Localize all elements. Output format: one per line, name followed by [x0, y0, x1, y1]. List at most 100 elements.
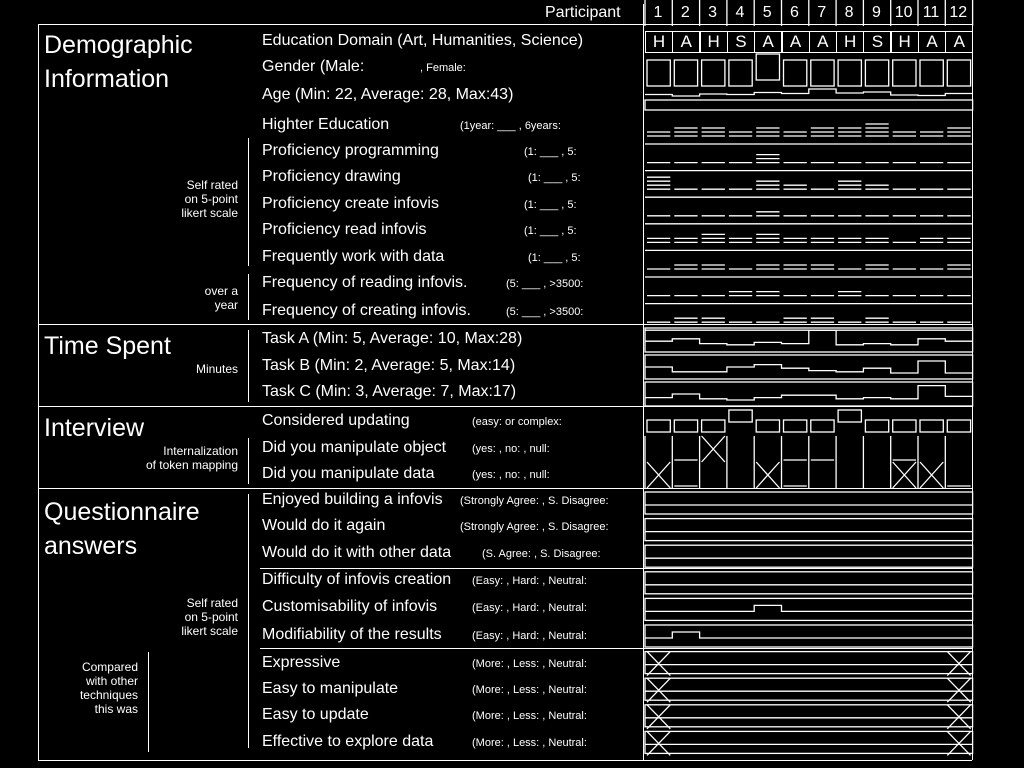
participant-number: 3	[708, 4, 718, 21]
gender-mark	[728, 59, 753, 87]
gender-mark	[892, 59, 917, 87]
group-label-selfrated-questionnaire: Self rated on 5-point likert scale	[181, 596, 238, 638]
questionnaire-row-frame	[644, 571, 974, 595]
updating-mark	[892, 419, 917, 433]
questionnaire-row-frame	[644, 730, 974, 755]
updating-mark	[810, 419, 835, 433]
group-label-selfrated-demographic: Self rated on 5-point likert scale	[181, 178, 238, 220]
updating-mark	[864, 419, 890, 433]
participant-number: 8	[844, 4, 854, 21]
manip-data-null	[919, 461, 944, 489]
questionnaire-row-frame	[644, 544, 974, 568]
group-bracket-compared	[148, 652, 149, 752]
manip-data-null	[646, 461, 671, 489]
row-scale-legend: (1: ___ , 5:	[524, 199, 577, 211]
row-scale-legend: (1: ___ , 5:	[524, 146, 577, 158]
gender-mark	[837, 59, 863, 87]
participant-number: 12	[949, 4, 968, 21]
row-label: Task A (Min: 5, Average: 10, Max:28)	[262, 330, 523, 347]
row-scale-legend: (Strongly Agree: , S. Disagree:	[460, 521, 609, 533]
compared-null	[646, 651, 671, 677]
gender-mark	[864, 59, 890, 87]
gender-mark	[673, 59, 699, 87]
row-scale-legend: (More: , Less: , Neutral:	[472, 658, 587, 670]
frame-top	[38, 24, 972, 25]
row-label: Considered updating	[262, 412, 410, 429]
row-label: Difficulty of infovis creation	[262, 571, 452, 588]
gender-mark	[646, 59, 671, 87]
gender-mark	[782, 59, 808, 87]
group-bracket-minutes	[248, 330, 249, 402]
section-title-questionnaire: Questionnaire answers	[44, 498, 200, 560]
row-label: Frequency of reading infovis.	[262, 274, 468, 291]
row-scale-legend: (More: , Less: , Neutral:	[472, 737, 587, 749]
compared-null	[946, 677, 972, 703]
row-label: Task B (Min: 2, Average: 5, Max:14)	[262, 357, 516, 374]
updating-mark	[837, 409, 863, 423]
separator-interview	[38, 406, 972, 407]
row-scale-legend: (1: ___ , 5:	[528, 172, 581, 184]
group-label-internalization: Internalization of token mapping	[145, 444, 238, 472]
group-label-year: over a year	[204, 284, 238, 312]
gender-mark	[700, 59, 726, 87]
questionnaire-row-frame	[644, 597, 974, 622]
participant-number: 5	[762, 4, 772, 21]
compared-null	[646, 677, 671, 703]
updating-mark	[919, 419, 944, 433]
compared-null	[946, 704, 972, 730]
row-label: Highter Education	[262, 116, 390, 133]
row-scale-legend: (1: ___ , 5:	[528, 252, 581, 264]
manip-data-null	[892, 461, 917, 489]
updating-mark	[755, 419, 781, 433]
row-scale-legend: (1: ___ , 5:	[524, 225, 577, 237]
separator-q-difficulty	[260, 568, 972, 569]
time-row-frame	[644, 381, 974, 407]
participant-number: 1	[653, 4, 663, 21]
gender-mark	[810, 59, 835, 87]
row-label: Proficiency drawing	[262, 168, 401, 185]
separator-time	[38, 324, 972, 325]
row-label: Proficiency programming	[262, 142, 439, 159]
row-label: Did you manipulate object	[262, 439, 447, 456]
time-line	[645, 329, 973, 346]
manip-data-null	[755, 461, 780, 489]
row-label: Would do it with other data	[262, 544, 452, 561]
manip-object-null	[701, 435, 726, 463]
section-title-demographic: Demographic Information	[44, 31, 193, 93]
row-label: Easy to update	[262, 706, 369, 723]
updating-mark	[646, 419, 671, 433]
compared-null	[646, 704, 671, 730]
row-scale-legend: (1year: ___ , 6years:	[460, 120, 561, 132]
updating-mark	[946, 419, 972, 433]
compared-null	[646, 730, 671, 756]
questionnaire-row-frame	[644, 517, 974, 542]
separator-questionnaire	[38, 488, 972, 489]
row-scale-legend: (More: , Less: , Neutral:	[472, 710, 587, 722]
questionnaire-row-frame	[644, 624, 974, 648]
group-label-compared: Compared with other techniques this was	[79, 660, 138, 716]
row-label: Did you manipulate data	[262, 465, 435, 482]
group-bracket-selfrated-questionnaire	[248, 494, 249, 748]
time-row-frame	[644, 354, 974, 380]
row-label: Effective to explore data	[262, 733, 434, 750]
row-label: Task C (Min: 3, Average: 7, Max:17)	[262, 383, 517, 400]
separator-q-compared	[260, 648, 972, 649]
participant-label: Participant	[545, 4, 621, 21]
row-scale-legend: (Easy: , Hard: , Neutral:	[472, 575, 587, 587]
questionnaire-row-frame	[644, 650, 974, 675]
group-bracket-internalization	[248, 438, 249, 484]
updating-mark	[700, 419, 726, 433]
row-label: Proficiency create infovis	[262, 195, 439, 212]
time-line	[645, 384, 973, 401]
row-scale-legend: (S. Agree: , S. Disagree:	[482, 548, 601, 560]
questionnaire-line	[645, 604, 973, 613]
row-label: Modifiability of the results	[262, 626, 442, 643]
row-label: Education Domain (Art, Humanities, Scien…	[262, 32, 584, 49]
updating-mark	[673, 419, 699, 433]
questionnaire-row-frame	[644, 704, 974, 728]
participant-number: 7	[817, 4, 827, 21]
age-line	[645, 88, 973, 97]
row-label: Enjoyed building a infovis	[262, 491, 443, 508]
participant-number: 2	[680, 4, 690, 21]
row-scale-legend: (More: , Less: , Neutral:	[472, 684, 587, 696]
